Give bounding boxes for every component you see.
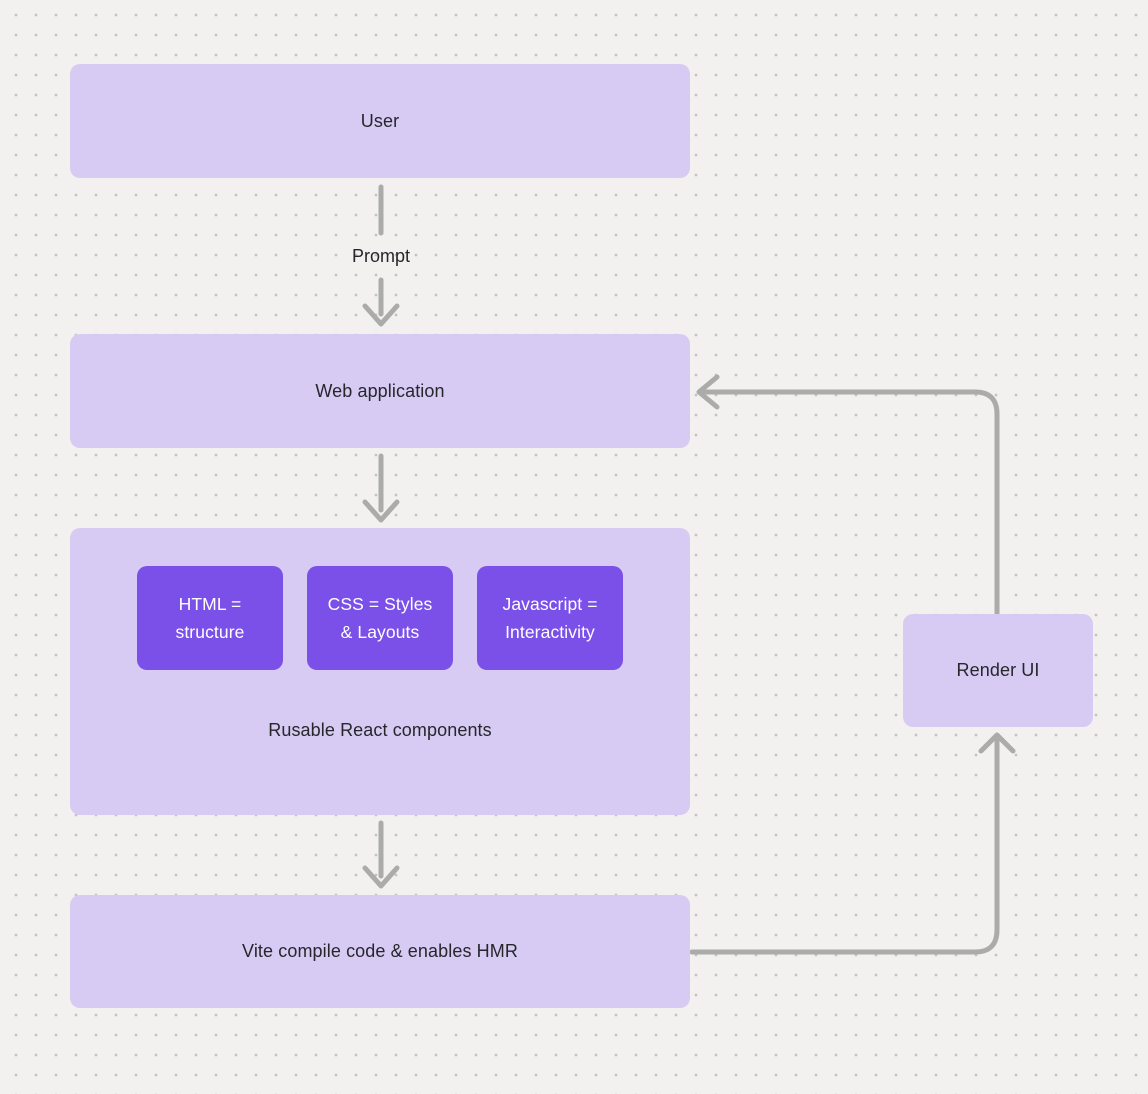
node-components-group: HTML = structure CSS = Styles & Layouts … <box>70 528 690 815</box>
node-vite: Vite compile code & enables HMR <box>70 895 690 1008</box>
edge-render-ui-to-web-application-arrow <box>696 374 1000 617</box>
node-user: User <box>70 64 690 178</box>
node-vite-label: Vite compile code & enables HMR <box>242 941 518 961</box>
node-html-label: HTML = structure <box>175 594 245 642</box>
edge-label-prompt: Prompt <box>351 246 411 266</box>
node-javascript: Javascript = Interactivity <box>477 566 623 670</box>
node-html: HTML = structure <box>137 566 283 670</box>
node-render-ui-label: Render UI <box>956 660 1040 680</box>
edge-components-to-vite-arrow <box>362 820 400 889</box>
node-css: CSS = Styles & Layouts <box>307 566 453 670</box>
edge-web-application-to-components-arrow <box>362 453 400 523</box>
node-css-label: CSS = Styles & Layouts <box>327 594 433 642</box>
components-group-caption: Rusable React components <box>268 720 492 740</box>
edge-vite-to-render-ui-arrow <box>689 732 1016 955</box>
node-javascript-label: Javascript = Interactivity <box>502 594 598 642</box>
node-web-application-label: Web application <box>315 380 445 401</box>
node-web-application: Web application <box>70 334 690 448</box>
node-user-label: User <box>360 110 400 131</box>
node-render-ui: Render UI <box>903 614 1093 727</box>
